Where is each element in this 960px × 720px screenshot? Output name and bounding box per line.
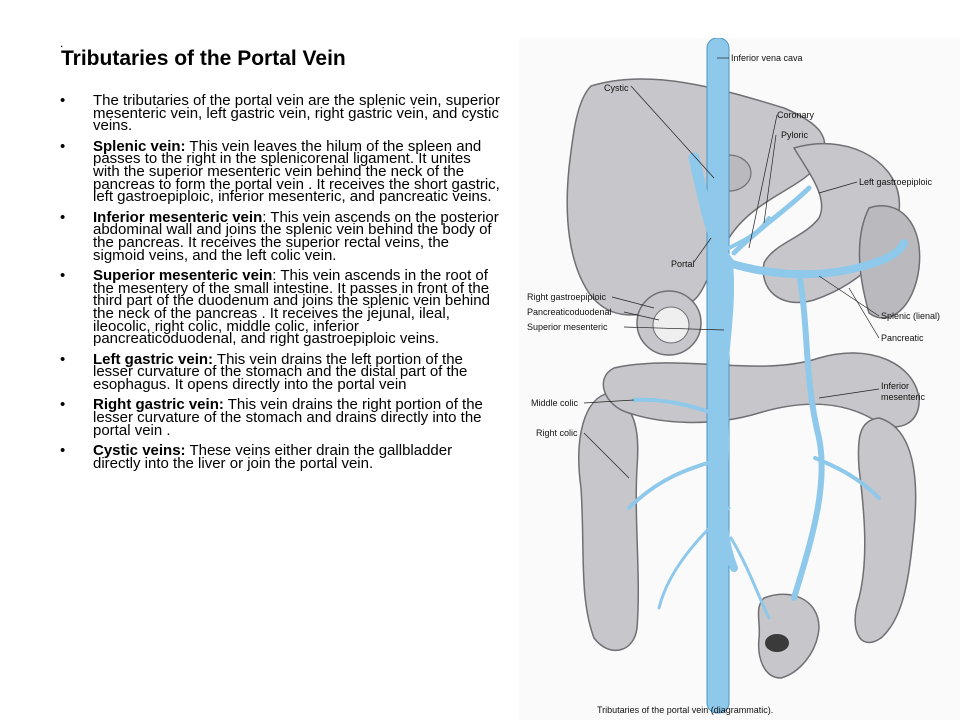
rectum-shape	[757, 593, 820, 679]
right-gastric-vein	[727, 216, 771, 250]
label-pancreaticoduodenal: Pancreaticoduodenal	[527, 307, 612, 317]
label-coronary: Coronary	[777, 110, 815, 120]
portal-vein	[688, 152, 735, 269]
bullet-item: Superior mesenteric vein: This vein asce…	[60, 267, 500, 348]
bullet-term: Right gastric vein:	[93, 396, 224, 414]
label-left-gastroepiploic: Left gastroepiploic	[859, 177, 933, 187]
portal-vein-diagram: Cystic Inferior vena cava Coronary Pylor…	[519, 38, 960, 720]
label-right-gastroepiploic: Right gastroepiploic	[527, 292, 607, 302]
jejunal-veins	[657, 506, 771, 620]
label-portal: Portal	[671, 259, 695, 269]
bullet-text: : This vein ascends in the root of the m…	[93, 267, 490, 348]
slide-title: Tributaries of the Portal Vein	[61, 47, 346, 70]
left-colic-vein	[813, 456, 881, 500]
bullet-item: Splenic vein: This vein leaves the hilum…	[60, 137, 500, 206]
bullet-item: Left gastric vein: This vein drains the …	[60, 350, 500, 393]
label-right-colic: Right colic	[536, 428, 578, 438]
label-pyloric: Pyloric	[781, 130, 809, 140]
bullet-term: Superior mesenteric vein	[93, 267, 273, 285]
inferior-mesenteric-vein	[791, 270, 825, 601]
bullet-text: : This vein ascends on the posterior abd…	[93, 208, 499, 264]
ascending-colon-shape	[578, 392, 640, 652]
bullet-item: The tributaries of the portal vein are t…	[60, 92, 500, 135]
label-superior-mesenteric: Superior mesenteric	[527, 322, 608, 332]
bullet-text: The tributaries of the portal vein are t…	[93, 92, 500, 135]
bullet-text: This vein drains the right portion of th…	[93, 396, 483, 439]
bullet-term: Cystic veins:	[93, 442, 186, 460]
label-cystic: Cystic	[604, 83, 629, 93]
label-ivc: Inferior vena cava	[731, 53, 803, 63]
leader-lines	[583, 57, 880, 479]
right-colic-vein	[627, 456, 726, 510]
rectum-end	[765, 634, 789, 652]
left-gastric-vein	[731, 185, 812, 256]
spleen-shape	[858, 205, 921, 319]
label-mesenteric: mesenteric	[881, 392, 926, 402]
label-pancreatic: Pancreatic	[881, 333, 924, 343]
diagram-caption: Tributaries of the portal vein (diagramm…	[597, 705, 773, 715]
splenic-vein	[725, 239, 908, 279]
bullet-text: This vein leaves the hilum of the spleen…	[93, 137, 500, 206]
bullet-term: Splenic vein:	[93, 137, 186, 155]
bullet-item: Inferior mesenteric vein: This vein asce…	[60, 208, 500, 264]
middle-colic-vein	[632, 397, 729, 420]
descending-colon-shape	[854, 417, 917, 644]
bullet-item: Right gastric vein: This vein drains the…	[60, 396, 500, 439]
bullet-term: Left gastric vein:	[93, 350, 214, 368]
bullet-text: These veins either drain the gallbladder…	[93, 442, 453, 472]
bullet-text: This vein drains the left portion of the…	[93, 350, 468, 393]
label-splenic: Splenic (lienal)	[881, 311, 940, 321]
duodenum-lumen	[652, 306, 690, 344]
label-middle-colic: Middle colic	[531, 398, 579, 408]
bullet-item: Cystic veins: These veins either drain t…	[60, 442, 500, 472]
bullet-list: The tributaries of the portal vein are t…	[60, 92, 500, 478]
slide-mark: .	[60, 36, 64, 50]
label-inferior: Inferior	[881, 381, 909, 391]
bullet-term: Inferior mesenteric vein	[93, 208, 263, 226]
